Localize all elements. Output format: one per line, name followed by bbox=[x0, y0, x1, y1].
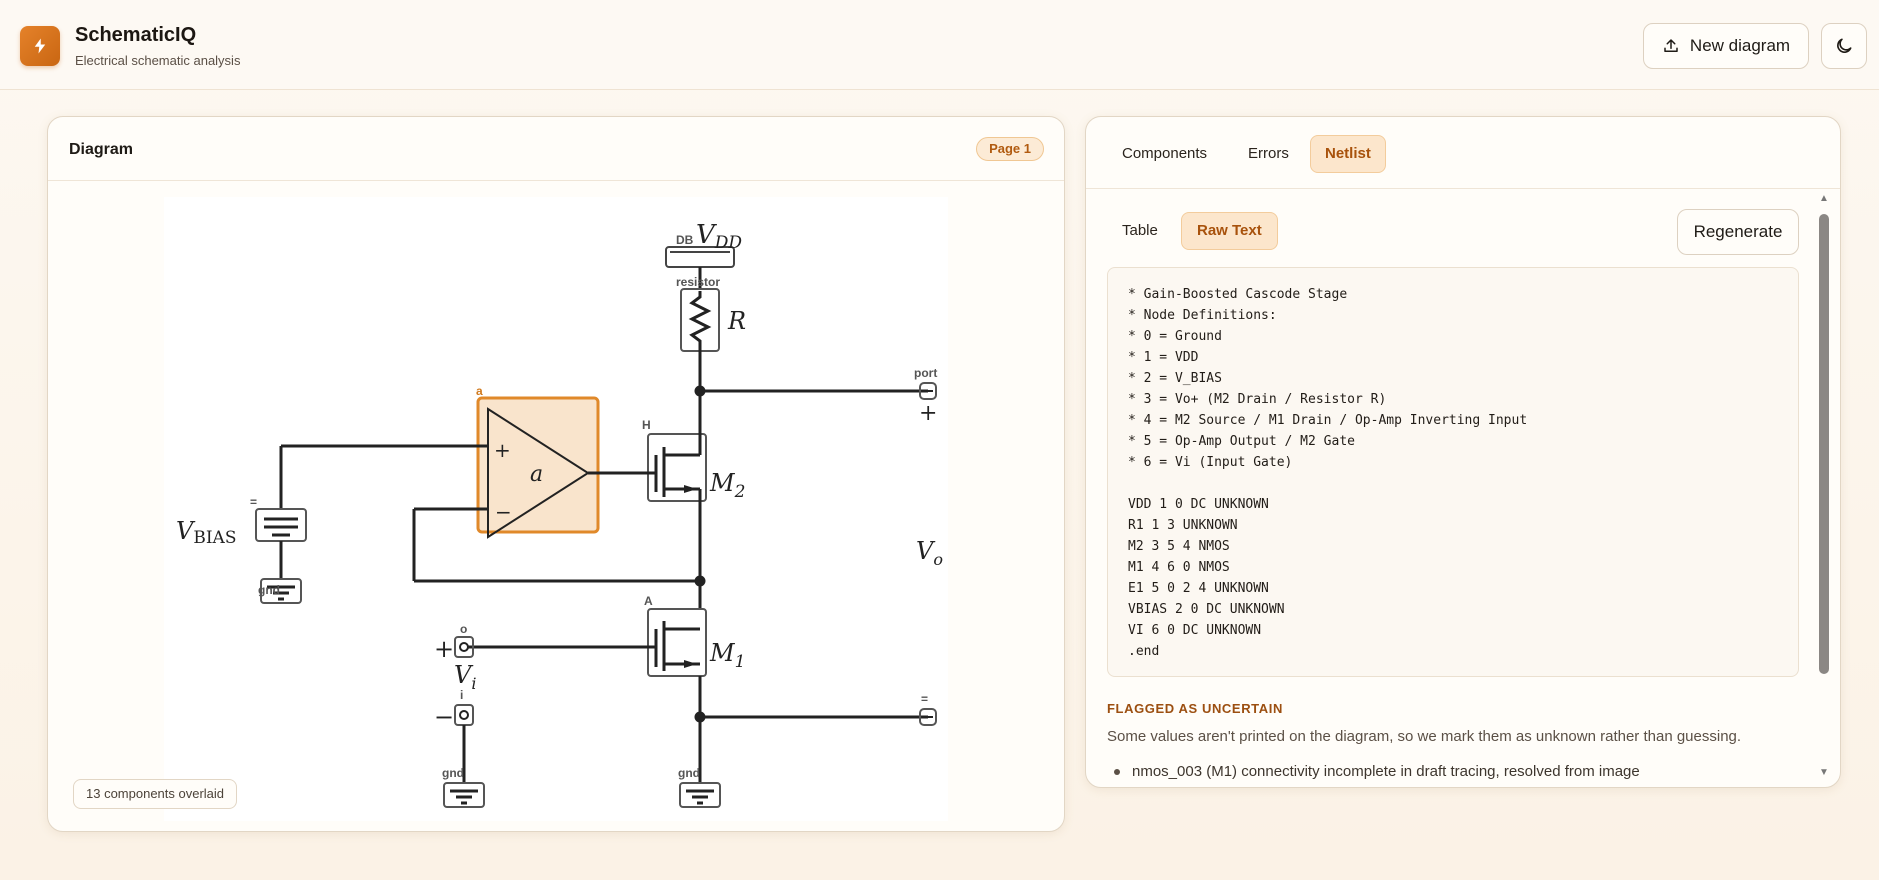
app-header: SchematicIQ Electrical schematic analysi… bbox=[0, 0, 1879, 90]
app-subtitle: Electrical schematic analysis bbox=[75, 53, 241, 68]
scrollbar-thumb[interactable] bbox=[1819, 214, 1829, 674]
page-badge: Page 1 bbox=[976, 137, 1044, 161]
new-diagram-label: New diagram bbox=[1689, 36, 1791, 55]
label-port-plus: + bbox=[919, 401, 937, 426]
label-m2: M2 bbox=[709, 469, 745, 502]
label-vdd: VDD bbox=[696, 220, 742, 253]
scroll-up-icon[interactable]: ▲ bbox=[1819, 193, 1829, 204]
diagram-panel: Diagram Page 1 bbox=[47, 116, 1065, 832]
label-vi-plus: + bbox=[434, 635, 454, 663]
label-opamp-minus: − bbox=[495, 500, 512, 524]
label-h: H bbox=[642, 418, 651, 432]
label-i: i bbox=[460, 688, 463, 702]
theme-toggle-button[interactable] bbox=[1821, 23, 1867, 69]
label-opamp-tag: a bbox=[476, 384, 483, 398]
tab-components[interactable]: Components bbox=[1122, 145, 1208, 162]
tab-netlist[interactable]: Netlist bbox=[1310, 135, 1386, 173]
netlist-panel: Components Errors Netlist Table Raw Text… bbox=[1085, 116, 1841, 788]
bolt-icon bbox=[34, 38, 46, 54]
app-title: SchematicIQ bbox=[75, 24, 197, 46]
app-logo bbox=[20, 26, 60, 66]
label-o: o bbox=[460, 622, 467, 636]
flagged-item-text: nmos_003 (M1) connectivity incomplete in… bbox=[1132, 763, 1640, 780]
schematic-diagram: DB VDD resistor R port + a a + − H M2 = … bbox=[176, 220, 943, 808]
components-overlay-note: 13 components overlaid bbox=[73, 779, 238, 809]
label-gnd1: gnd bbox=[258, 583, 280, 597]
label-vbias: VBIAS bbox=[176, 517, 236, 548]
label-port: port bbox=[914, 366, 937, 380]
label-m1: M1 bbox=[709, 639, 745, 672]
label-opamp-a: a bbox=[530, 462, 543, 487]
schematic-canvas[interactable]: DB VDD resistor R port + a a + − H M2 = … bbox=[164, 197, 948, 821]
label-gnd3: gnd bbox=[678, 766, 700, 780]
label-vi-minus: − bbox=[434, 703, 454, 731]
netlist-scrollbar[interactable]: ▲ ▼ bbox=[1816, 192, 1832, 780]
label-vo: Vo bbox=[916, 537, 943, 569]
upload-icon bbox=[1664, 39, 1678, 52]
scroll-down-icon[interactable]: ▼ bbox=[1819, 767, 1829, 778]
moon-icon bbox=[1837, 38, 1852, 53]
flagged-description: Some values aren't printed on the diagra… bbox=[1107, 728, 1742, 745]
opamp-highlight[interactable] bbox=[450, 396, 638, 539]
label-opamp-plus: + bbox=[494, 438, 511, 462]
label-r: R bbox=[727, 307, 746, 335]
diagram-panel-header: Diagram Page 1 bbox=[48, 117, 1064, 181]
label-a-upper: A bbox=[644, 594, 653, 608]
regenerate-button[interactable]: Regenerate bbox=[1677, 209, 1799, 255]
flagged-title: FLAGGED AS UNCERTAIN bbox=[1107, 701, 1283, 716]
label-resistor: resistor bbox=[676, 275, 720, 289]
new-diagram-button[interactable]: New diagram bbox=[1643, 23, 1809, 69]
label-gnd2: gnd bbox=[442, 766, 464, 780]
subtab-table[interactable]: Table bbox=[1122, 222, 1158, 239]
netlist-raw-text[interactable]: * Gain-Boosted Cascode Stage * Node Defi… bbox=[1107, 267, 1799, 677]
diagram-panel-title: Diagram bbox=[69, 141, 134, 158]
tab-errors[interactable]: Errors bbox=[1248, 145, 1289, 162]
bullet-icon bbox=[1114, 769, 1120, 776]
label-vi: Vi bbox=[454, 661, 476, 693]
subtab-raw-text[interactable]: Raw Text bbox=[1181, 212, 1278, 250]
label-eq1: = bbox=[250, 495, 257, 509]
label-db: DB bbox=[676, 233, 694, 247]
flagged-item: nmos_003 (M1) connectivity incomplete in… bbox=[1114, 763, 1640, 780]
panel-tabs: Components Errors Netlist bbox=[1086, 117, 1840, 189]
label-eq2: = bbox=[921, 692, 928, 706]
